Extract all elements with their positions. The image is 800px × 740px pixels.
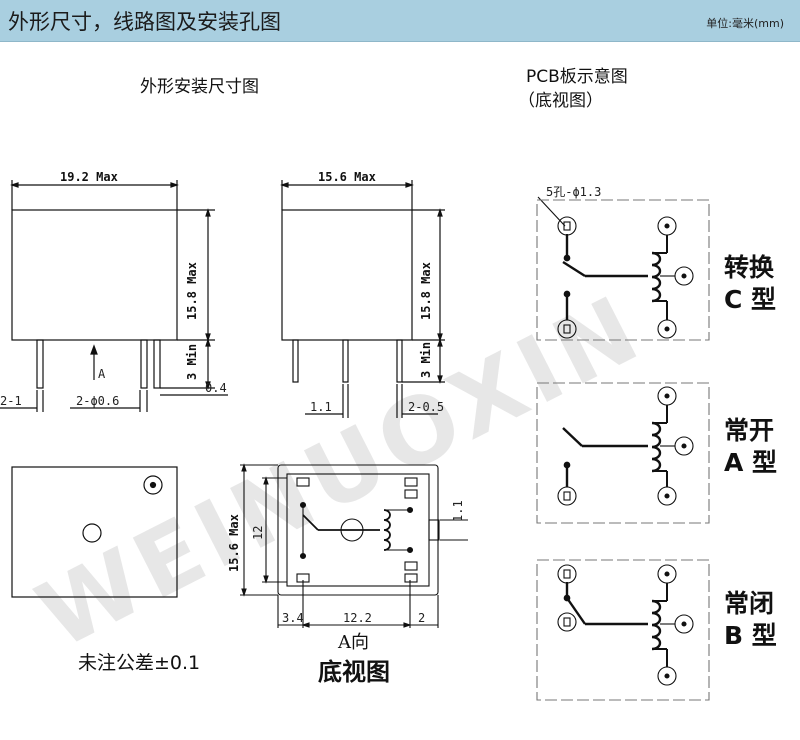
side-view-body: [281, 209, 413, 341]
front-section-title: 外形安装尺寸图: [140, 77, 259, 97]
pcb-hole-note: 5孔-ϕ1.3: [546, 185, 601, 199]
type-c-label: 转换 C 型: [724, 252, 776, 316]
dim-bottom-mid: 12.2: [343, 611, 372, 625]
type-a-line2: A 型: [724, 448, 778, 477]
dim-height-front: 15.8 Max: [185, 262, 199, 320]
front-view-body: [11, 209, 178, 341]
dim-width-front: 19.2 Max: [60, 170, 118, 184]
dim-pin-w-b: 1.1: [310, 400, 332, 414]
type-b-label: 常闭 B 型: [724, 588, 777, 652]
dim-pin-w-a: 2-1: [0, 394, 22, 408]
pcb-section-subtitle: （底视图）: [518, 91, 603, 111]
type-a-line1: 常开: [724, 416, 775, 445]
dim-bottom-left: 3.4: [282, 611, 304, 625]
bottom-view-arrow-label: A向: [338, 632, 369, 653]
dim-width-side: 15.6 Max: [318, 170, 376, 184]
dim-bottom-pin-small: 1.1: [451, 500, 465, 522]
pcb-type-a: [536, 382, 710, 524]
dim-bottom-right: 2: [418, 611, 425, 625]
dim-pin-thick: 0.4: [205, 381, 227, 395]
pcb-section-title: PCB板示意图: [526, 67, 628, 87]
pcb-diagrams: [536, 196, 710, 701]
header-bar: 外形尺寸，线路图及安装孔图 单位:毫米(mm): [0, 0, 800, 42]
view-a-label: A: [98, 367, 106, 381]
type-c-line2: C 型: [724, 285, 777, 314]
pcb-type-c: [536, 199, 710, 341]
dim-pin-length-front: 3 Min: [185, 344, 199, 380]
unit-note: 单位:毫米(mm): [706, 17, 784, 30]
type-b-line1: 常闭: [724, 589, 775, 618]
tolerance-note: 未注公差±0.1: [78, 652, 201, 674]
bottom-view-title: 底视图: [318, 658, 390, 686]
dim-bottom-height: 15.6 Max: [227, 514, 241, 572]
type-c-line1: 转换: [724, 253, 775, 282]
dim-pin-w-c: 2-0.5: [408, 400, 444, 414]
bottom-view: [240, 463, 468, 628]
page-title: 外形尺寸，线路图及安装孔图: [8, 10, 281, 34]
side-view: [280, 180, 445, 418]
dim-height-side: 15.8 Max: [419, 262, 433, 320]
dim-bottom-pitch: 12: [251, 526, 265, 540]
dim-pin-length-side: 3 Min: [419, 342, 433, 378]
pcb-type-b: [536, 559, 710, 701]
dim-pin-dia: 2-ϕ0.6: [76, 394, 119, 408]
top-view: [11, 466, 178, 598]
front-view: [0, 180, 228, 412]
type-a-label: 常开 A 型: [724, 415, 777, 479]
type-b-line2: B 型: [724, 621, 777, 650]
